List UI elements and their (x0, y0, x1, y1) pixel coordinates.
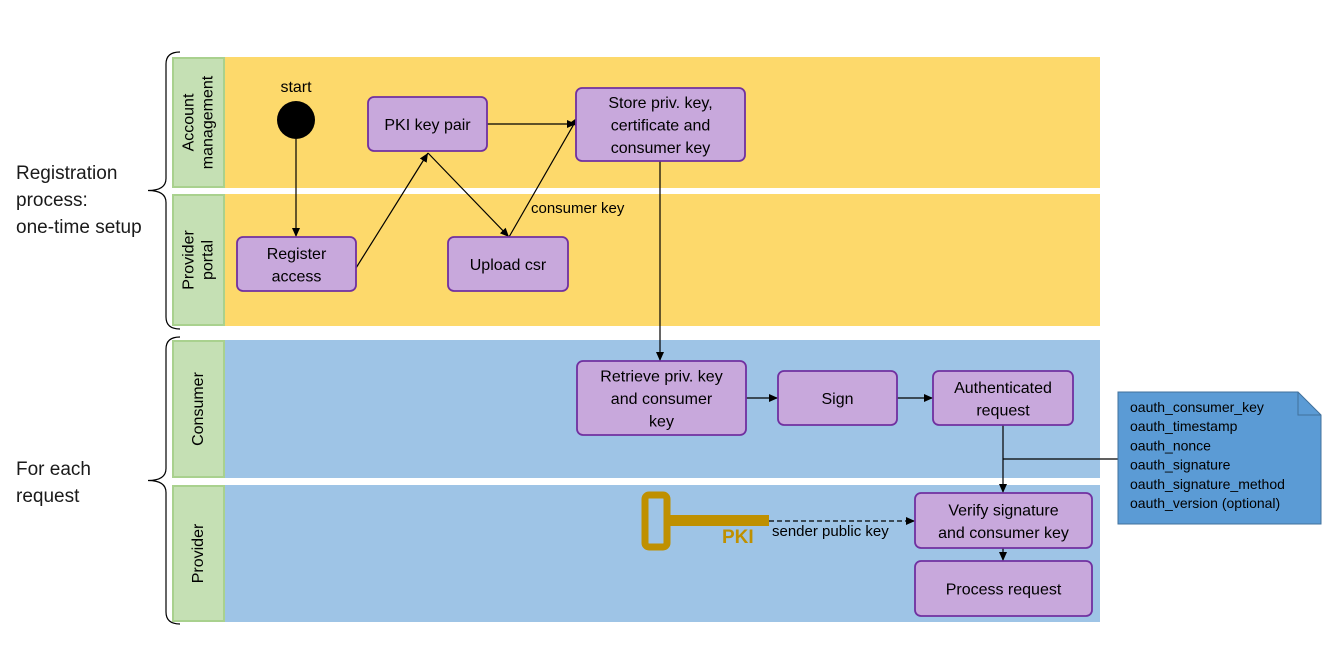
oauth-param-line: oauth_signature_method (1130, 476, 1285, 492)
node-label: Register (267, 246, 327, 263)
oauth-param-line: oauth_nonce (1130, 437, 1211, 453)
per-request-group-label: For each request (16, 459, 91, 507)
node-sign: Sign (777, 370, 898, 426)
start-node: start (277, 79, 315, 139)
node-pki-key-pair: PKI key pair (367, 96, 488, 152)
edge-register-to-pki (355, 152, 429, 269)
node-store-keys: Store priv. key, certificate and consumer … (575, 87, 746, 162)
node-authenticated-request: Authenticated request (932, 370, 1074, 426)
node-label: and consumer key (938, 525, 1069, 542)
node-label: Sign (821, 391, 853, 408)
pki-key-label: PKI (722, 527, 754, 548)
node-label: access (272, 268, 322, 285)
registration-brace (147, 51, 181, 330)
node-upload-csr: Upload csr (447, 236, 569, 292)
node-label: Verify signature (948, 502, 1058, 519)
node-label: consumer key (611, 140, 711, 157)
pki-key-icon (641, 491, 769, 551)
lane-label-consumer: Consumer (190, 371, 207, 445)
edge-upload-to-store (508, 116, 579, 238)
node-label: Retrieve priv. key (600, 369, 722, 386)
oauth-param-line: oauth_version (optional) (1130, 495, 1280, 511)
oauth-param-line: oauth_timestamp (1130, 418, 1238, 434)
node-register-access: Register access (236, 236, 357, 292)
oauth-params-note: oauth_consumer_key oauth_timestamp oauth_n… (1117, 391, 1322, 525)
node-label: key (649, 414, 674, 431)
edge-pki-to-upload (427, 152, 510, 238)
node-label: and consumer (611, 391, 713, 408)
oauth-param-line: oauth_signature (1130, 457, 1231, 473)
node-label: Store priv. key, (608, 95, 712, 112)
node-label: Upload csr (470, 257, 547, 274)
node-label: Authenticated (954, 380, 1052, 397)
edge-label-sender-public-key: sender public key (772, 523, 889, 540)
node-label: PKI key pair (384, 117, 471, 134)
node-verify-signature: Verify signature and consumer key (914, 492, 1093, 549)
node-process-request: Process request (914, 560, 1093, 617)
start-label: start (280, 79, 312, 96)
node-label: certificate and (611, 118, 711, 135)
lane-label-provider: Provider (190, 523, 207, 583)
node-label: Process request (946, 582, 1062, 599)
registration-group-label: Registration process: one-time setup (16, 163, 142, 238)
per-request-brace (147, 336, 181, 625)
node-retrieve-keys: Retrieve priv. key and consumer key (576, 360, 747, 436)
node-label: request (976, 402, 1030, 419)
oauth-param-line: oauth_consumer_key (1130, 399, 1264, 415)
edge-label-consumer-key: consumer key (531, 200, 625, 217)
